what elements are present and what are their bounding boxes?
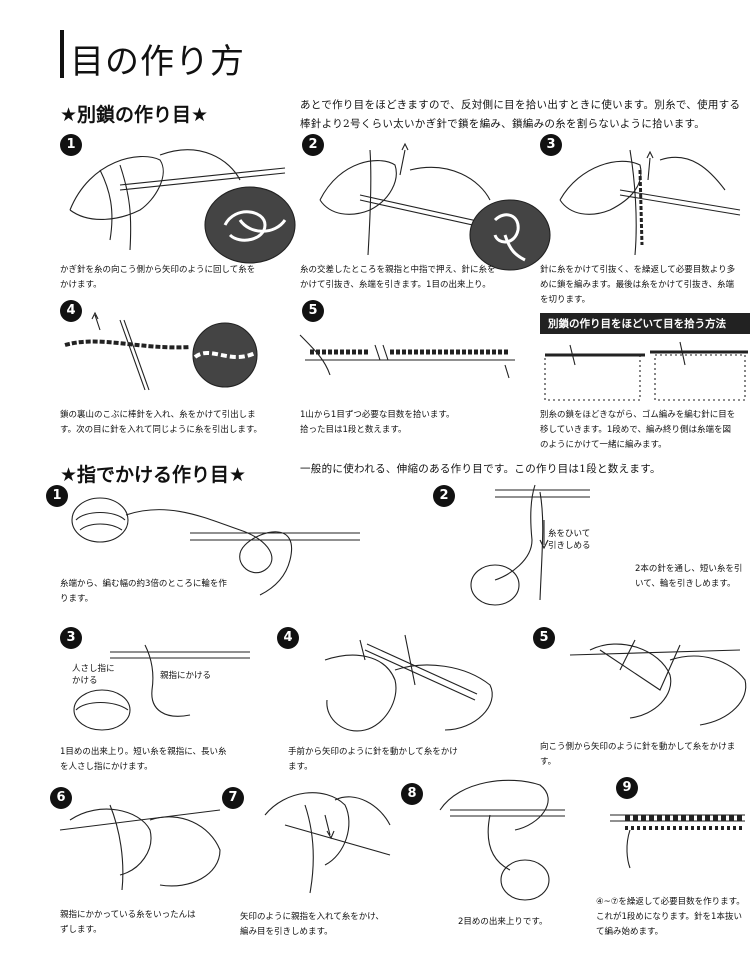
caption-line: 拾った目は1段と数えます。 [300,425,407,435]
section1-intro-line: 棒針より2号くらい太いかぎ針で鎖を編み、鎖編みの糸を割らないように拾います。 [300,118,706,130]
section1-heading: ★別鎖の作り目★ [60,104,209,126]
caption-line: 移していきます。1段めで、編み終り側は糸端を図 [540,425,731,435]
pick-up-stitches-illustration [64,311,258,391]
caption-line: ④~⑦を繰返して必要目数を作ります。 [596,897,745,907]
caption-line: めに鎖を編みます。最後は糸をかけて引抜き、糸端 [540,280,735,290]
caption-line: 針に糸をかけて引抜く、を繰返して必要目数より多 [540,265,736,275]
step-caption: 2本の針を通し、短い糸を引 いて、輪を引きしめます。 [635,562,750,592]
step-number: 8 [401,783,423,805]
step-caption: 2目めの出来上りです。 [458,915,578,930]
title-bar [60,30,64,78]
caption-line: す。次の目に針を入れて同じように糸を引出します。 [60,425,263,435]
crochet-hook-illustration [69,149,296,264]
section1-intro-line: あとで作り目をほどきますので、反対側に目を拾い出すときに使います。別糸で、使用す… [300,99,741,111]
label-line: 糸をひいて [548,529,591,539]
caption-line: かけて引抜き、糸端を引きます。1目の出来上り。 [300,280,491,290]
step-caption: 1目めの出来上り。短い糸を親指に、長い糸 を人さし指にかけます。 [60,745,275,775]
label-line: 人さし指に [72,664,115,674]
caption-line: 向こう側から矢印のように針を動かして糸をかけます。 [540,742,736,767]
caption-line: て編み始めます。 [596,927,664,937]
step-caption: 矢印のように親指を入れて糸をかけ、 編み目を引きしめます。 [240,910,410,940]
step-caption: ④~⑦を繰返して必要目数を作ります。 これが1段めになります。針を1本抜い て編… [596,895,750,940]
caption-line: 糸端から、編む幅の約3倍のところに輪を作 [60,579,227,589]
section2-heading: ★指でかける作り目★ [60,464,247,486]
caption-line: を人さし指にかけます。 [60,762,153,772]
picked-stitches-illustration [299,334,515,379]
caption-line: 2本の針を通し、短い糸を引 [635,564,743,574]
step-caption: 針に糸をかけて引抜く、を繰返して必要目数より多 めに鎖を編みます。最後は糸をかけ… [540,263,750,308]
hook-pull-through-illustration [319,142,551,271]
step-caption: 糸端から、編む幅の約3倍のところに輪を作 ります。 [60,577,270,607]
page-title: 目の作り方 [70,42,245,82]
caption-line: 1目めの出来上り。短い糸を親指に、長い糸 [60,747,227,757]
second-stitch-illustration [439,779,565,901]
thumb-label: 親指にかける [160,671,212,681]
caption-line: ずします。 [60,925,102,935]
caption-line: を切ります。 [540,295,591,305]
label-line: 引きしめる [548,541,591,551]
method-box-caption: 別糸の鎖をほどきながら、ゴム編みを編む針に目を 移していきます。1段めで、編み終… [540,408,750,453]
step-caption: 1山から1目ずつ必要な目数を拾います。 拾った目は1段と数えます。 [300,408,520,438]
step-number: 4 [60,300,82,322]
caption-line: 鎖の裏山のこぶに棒針を入れ、糸をかけて引出しま [60,410,256,420]
finished-cast-on-illustration [610,814,745,869]
step-caption: かぎ針を糸の向こう側から矢印のように回して糸を かけます。 [60,263,290,293]
caption-line: 別糸の鎖をほどきながら、ゴム編みを編む針に目を [540,410,736,420]
step-caption: 親指にかかっている糸をいったんは ずします。 [60,908,230,938]
caption-line: 2目めの出来上りです。 [458,917,548,927]
caption-line: ります。 [60,594,94,604]
step-caption: 向こう側から矢印のように針を動かして糸をかけます。 [540,740,750,770]
caption-line: いて、輪を引きしめます。 [635,579,736,589]
step-number: 4 [277,627,299,649]
step-number: 3 [540,134,562,156]
step-caption: 鎖の裏山のこぶに棒針を入れ、糸をかけて引出しま す。次の目に針を入れて同じように… [60,408,295,438]
step-number: 1 [60,134,82,156]
step-number: 1 [46,485,68,507]
step-number: 2 [302,134,324,156]
caption-line: 1山から1目ずつ必要な目数を拾います。 [300,410,455,420]
unravel-method-illustration [544,341,748,401]
caption-line: これが1段めになります。針を1本抜い [596,912,742,922]
caption-line: かぎ針を糸の向こう側から矢印のように回して糸を [60,265,256,275]
chain-stitch-illustration [559,149,741,256]
step-number: 9 [616,777,638,799]
caption-line: 矢印のように親指を入れて糸をかけ、 [240,912,384,922]
tighten-loop-illustration [470,484,590,606]
caption-line: のようにかけて一緒に編みます。 [540,440,667,450]
method-box-title: 別鎖の作り目をほどいて目を拾う方法 [540,313,750,334]
step-number: 6 [50,787,72,809]
step-number: 7 [222,787,244,809]
caption-line: 糸の交差したところを親指と中指で押え、針に糸を [300,265,496,275]
arrow-label: 糸をひいて 引きしめる [548,528,591,552]
step-caption: 糸の交差したところを親指と中指で押え、針に糸を かけて引抜き、糸端を引きます。1… [300,263,535,293]
step-number: 5 [533,627,555,649]
hands-step7-illustration [264,792,391,894]
caption-line: 親指にかかっている糸をいったんは [60,910,196,920]
step-caption: 手前から矢印のように針を動かして糸をかけ ます。 [288,745,483,775]
caption-line: ます。 [288,762,313,772]
yarn-loop-illustration [71,497,360,596]
first-stitch-illustration [73,644,250,731]
step-number: 2 [433,485,455,507]
hands-step6-illustration [59,804,221,891]
caption-line: 編み目を引きしめます。 [240,927,333,937]
section2-intro: 一般的に使われる、伸縮のある作り目です。この作り目は1段と数えます。 [300,463,661,475]
hands-step4-illustration [324,634,493,732]
index-finger-label: 人さし指に かける [72,663,115,687]
caption-line: 手前から矢印のように針を動かして糸をかけ [288,747,458,757]
step-number: 3 [60,627,82,649]
caption-line: かけます。 [60,280,102,290]
step-number: 5 [302,300,324,322]
label-line: かける [72,676,98,686]
section1-intro: あとで作り目をほどきますので、反対側に目を拾い出すときに使います。別糸で、使用す… [300,96,745,134]
hands-step5-illustration [569,639,747,726]
